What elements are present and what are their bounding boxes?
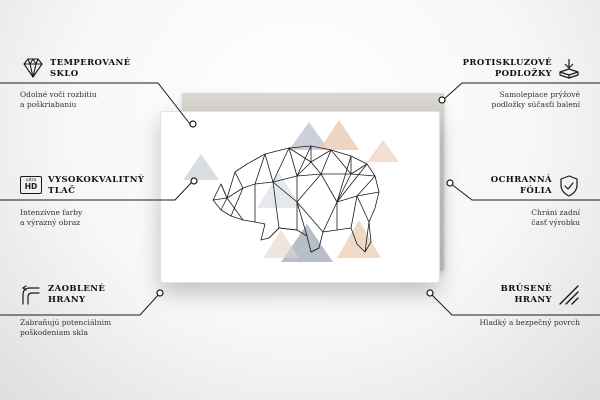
triangle-shape [367, 140, 399, 162]
triangle-shape [263, 230, 299, 258]
connector-dot [446, 179, 454, 187]
feature-title: HRANY [48, 295, 86, 305]
feature-title: PROTISKLUZOVÉ [462, 58, 552, 68]
connector-dot [438, 96, 446, 104]
ground-edge-icon [559, 285, 579, 305]
feature-title: FÓLIA [520, 186, 552, 196]
connector-line [449, 182, 600, 201]
feature-title: TLAČ [48, 186, 76, 196]
feature-description: časť výrobku [531, 217, 580, 227]
connector-line [442, 82, 600, 101]
connector-dot [190, 177, 198, 185]
connector-dot [426, 289, 434, 297]
feature-description: Zabraňujú potenciálnim [20, 318, 112, 327]
triangle-shape [319, 120, 359, 150]
hd-label: HD [24, 182, 38, 191]
connector-dot [189, 120, 197, 128]
anti-slip-pad-icon [559, 59, 579, 79]
triangle-shape [183, 154, 219, 180]
diamond-icon [23, 58, 43, 78]
feature-description: a výrazný obraz [20, 217, 81, 227]
feature-description: poškodeniam skla [20, 327, 88, 337]
triangle-shape [337, 220, 381, 258]
feature-title: HRANY [514, 295, 552, 305]
geometric-rhino-artwork [183, 120, 399, 262]
feature-description: a poškriabaniu [20, 99, 77, 109]
glass-cutting-board [160, 111, 440, 283]
connector-dot [156, 289, 164, 297]
connector-line [0, 181, 193, 201]
connector-line [429, 292, 600, 316]
feature-title: PODLOŽKY [494, 69, 552, 79]
feature-description: Hladký a bezpečný povrch [479, 318, 581, 327]
triangle-shape [257, 172, 301, 208]
feature-description: Chráni zadní [531, 208, 580, 217]
ultra-label: ultra [25, 178, 37, 183]
feature-title: SKLO [50, 69, 79, 79]
ultra-hd-icon: ultra HD [20, 176, 42, 194]
feature-title: TEMPEROVANÉ [50, 58, 131, 68]
feature-title: OCHRANNÁ [490, 175, 552, 185]
shield-check-icon [560, 175, 578, 197]
feature-description: Odolné voči rozbitiu [20, 90, 97, 99]
feature-title: ZAOBLENÉ [48, 284, 106, 294]
feature-title: VYSOKOKVALITNÝ [48, 175, 145, 185]
feature-description: Intenzívne farby [20, 208, 83, 217]
triangle-shape [289, 122, 329, 150]
rhino-outline [212, 145, 380, 253]
feature-description: podložky súčasťi balení [491, 99, 580, 109]
rounded-corner-icon [21, 285, 40, 305]
connector-line [0, 82, 191, 125]
feature-description: Samolepiace prýžové [499, 90, 580, 99]
connector-line [0, 292, 161, 316]
feature-title: BRÚSENÉ [500, 284, 552, 294]
